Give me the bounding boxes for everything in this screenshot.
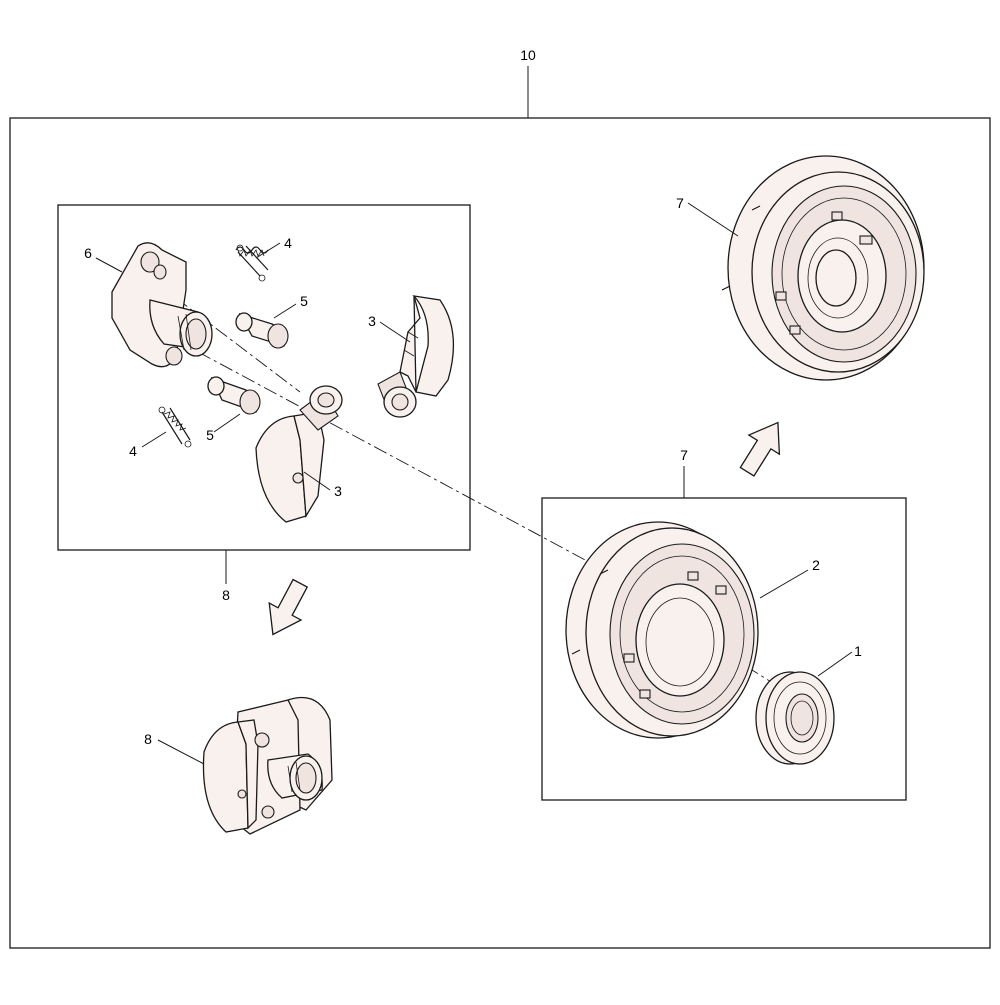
center-line-main <box>175 339 601 569</box>
callout-bearing[interactable]: 1 <box>854 643 862 659</box>
callout-shoe-right[interactable]: 3 <box>368 313 376 329</box>
pulley-sub-part-leader <box>759 569 809 599</box>
assembly-frame <box>9 117 991 949</box>
clutch-assembled-leader <box>157 739 205 765</box>
spring-top-leader <box>255 242 281 259</box>
callout-hub-flange[interactable]: 6 <box>84 245 92 261</box>
hub-flange-icon <box>111 242 213 368</box>
bearing-icon <box>755 671 835 765</box>
callout-pin-bottom[interactable]: 5 <box>206 427 214 443</box>
arrow-down-icon <box>268 578 309 636</box>
callout-shoe-left[interactable]: 3 <box>334 483 342 499</box>
callout-pulley-sub[interactable]: 7 <box>680 447 688 463</box>
shoe-left-icon <box>255 385 343 523</box>
spring-bottom-leader <box>141 431 167 448</box>
pulley-top-leader <box>687 202 739 237</box>
bearing-leader <box>817 651 853 677</box>
callout-pulley-top[interactable]: 7 <box>676 195 684 211</box>
pulley-assembled-icon <box>721 155 925 381</box>
pulley-exploded-box <box>541 497 907 801</box>
callout-clutch-group[interactable]: 8 <box>222 587 230 603</box>
spring-bottom-icon <box>158 406 192 448</box>
pin-top-leader <box>273 303 297 319</box>
pin-bottom-leader <box>213 413 241 433</box>
callout-clutch-assembled[interactable]: 8 <box>144 731 152 747</box>
callout-spring-top[interactable]: 4 <box>284 235 292 251</box>
callout-assembly[interactable]: 10 <box>520 47 536 63</box>
spring-top-icon <box>235 244 269 282</box>
shoe-left-leader <box>303 471 331 491</box>
pin-bottom-icon <box>207 376 261 415</box>
hub-flange-leader <box>95 257 123 273</box>
clutch-exploded-box <box>57 204 471 551</box>
callout-pin-top[interactable]: 5 <box>300 293 308 309</box>
shoe-right-icon <box>377 295 455 418</box>
arrow-up-icon <box>739 421 781 477</box>
callout-pulley-part[interactable]: 2 <box>812 557 820 573</box>
shoe-right-leader <box>379 321 411 343</box>
pin-top-icon <box>235 312 289 349</box>
pulley-icon <box>565 521 759 739</box>
callout-spring-bottom[interactable]: 4 <box>129 443 137 459</box>
clutch-assembled-icon <box>202 696 333 835</box>
